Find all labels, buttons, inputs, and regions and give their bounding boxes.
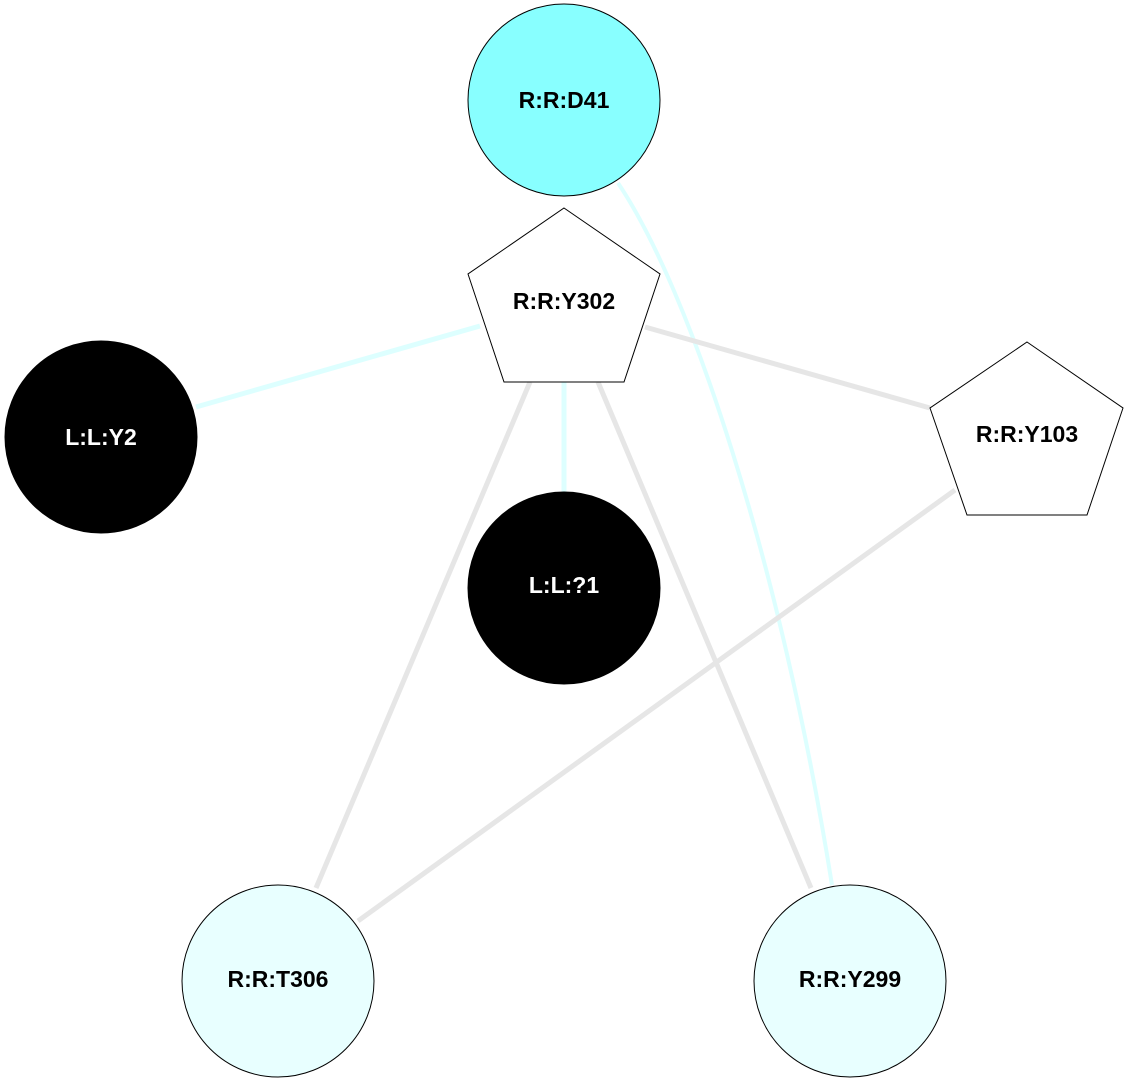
node-q1-shape (467, 491, 661, 685)
node-y2-label: L:L:Y2 (65, 424, 137, 450)
node-y2[interactable]: L:L:Y2 (4, 340, 198, 534)
node-q1[interactable]: L:L:?1 (467, 491, 661, 685)
node-t306[interactable]: R:R:T306 (181, 884, 375, 1078)
edge-y302-y299 (595, 381, 814, 889)
node-d41-label: R:R:D41 (519, 87, 610, 113)
edge-y103-t306 (356, 487, 957, 924)
edge-y302-y103 (644, 324, 931, 411)
edges-layer (195, 181, 957, 924)
edge-y302-t306 (313, 381, 533, 889)
node-d41[interactable]: R:R:D41 (467, 3, 661, 197)
edge-y302-y2 (195, 323, 481, 410)
node-y299[interactable]: R:R:Y299 (753, 884, 947, 1078)
node-d41-shape (467, 3, 661, 197)
node-y2-shape (4, 340, 198, 534)
node-y302-shape (467, 207, 661, 383)
edge-d41-y299 (616, 181, 834, 886)
node-y103-shape (929, 341, 1124, 516)
node-t306-shape (181, 884, 375, 1078)
node-y302-label: R:R:Y302 (513, 288, 615, 314)
node-q1-label: L:L:?1 (529, 572, 599, 598)
node-t306-label: R:R:T306 (228, 966, 329, 992)
node-y299-shape (753, 884, 947, 1078)
node-y103-label: R:R:Y103 (976, 421, 1078, 447)
node-y299-label: R:R:Y299 (799, 966, 901, 992)
node-y302[interactable]: R:R:Y302 (467, 207, 661, 383)
node-y103[interactable]: R:R:Y103 (929, 341, 1124, 516)
